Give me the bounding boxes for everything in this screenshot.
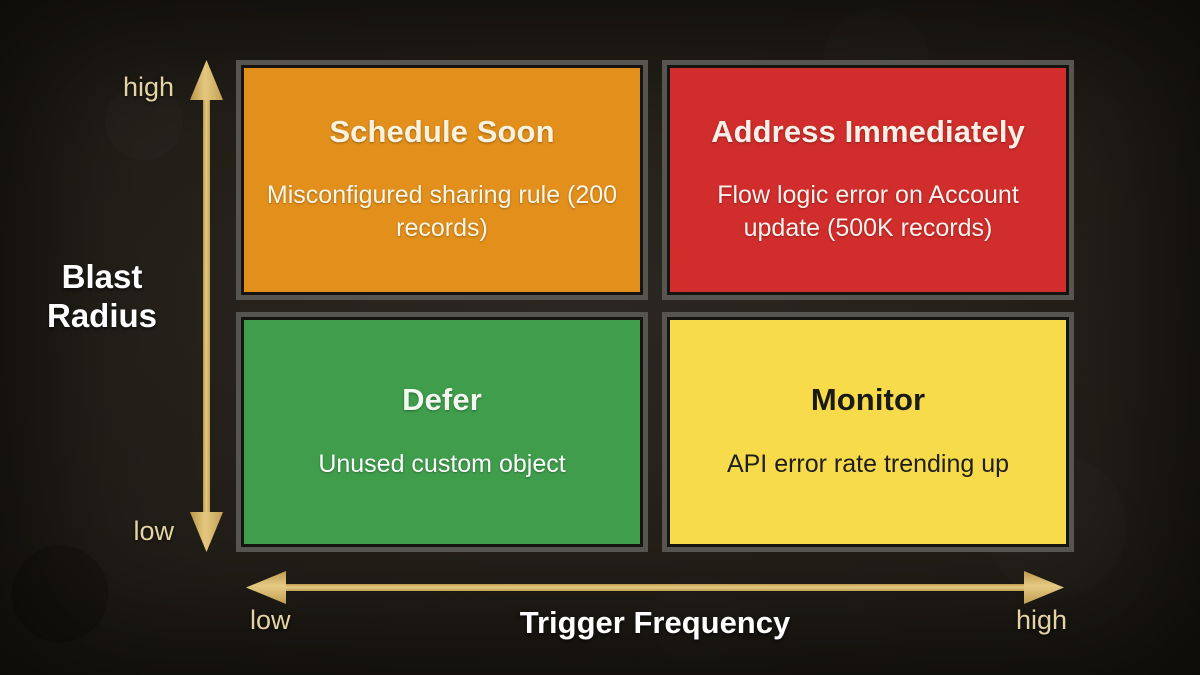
quadrant-fill-schedule-soon (244, 68, 640, 292)
quadrant-title-defer: Defer (402, 382, 482, 418)
y-axis-high-label: high (122, 72, 174, 102)
quadrant-fill-monitor (670, 320, 1066, 544)
y-axis-arrow (190, 60, 223, 552)
y-axis-title: Blast Radius (22, 258, 182, 336)
quadrant-fill-address-immediately (670, 68, 1066, 292)
x-axis-title: Trigger Frequency (519, 605, 791, 640)
x-axis-high-label: high (1015, 605, 1067, 635)
x-axis-arrow (246, 571, 1064, 604)
quadrant-title-monitor: Monitor (810, 382, 926, 418)
y-axis-title-line-2: Radius (46, 296, 158, 334)
quadrant-description-defer: Unused custom object (318, 449, 566, 478)
matrix-grid: Schedule Soon Misconfigured sharing rule… (236, 60, 1074, 552)
quadrant-description-monitor: API error rate trending up (726, 449, 1010, 478)
quadrant-title-schedule-soon: Schedule Soon (329, 113, 555, 149)
quadrant-defer[interactable]: Defer Unused custom object (236, 312, 648, 552)
quadrant-address-immediately[interactable]: Address Immediately Flow logic error on … (662, 60, 1074, 300)
quadrant-fill-defer (244, 320, 640, 544)
y-axis-title-line-1: Blast (61, 258, 143, 295)
quadrant-monitor[interactable]: Monitor API error rate trending up (662, 312, 1074, 552)
quadrant-schedule-soon[interactable]: Schedule Soon Misconfigured sharing rule… (236, 60, 648, 300)
x-axis-low-label: low (250, 605, 291, 635)
quadrant-description-address-immediately: Flow logic error on Account update (500K… (717, 181, 1019, 243)
y-axis-low-label: low (133, 516, 174, 546)
quadrant-description-schedule-soon: Misconfigured sharing rule (200 records) (266, 181, 618, 243)
quadrant-title-address-immediately: Address Immediately (711, 113, 1025, 149)
